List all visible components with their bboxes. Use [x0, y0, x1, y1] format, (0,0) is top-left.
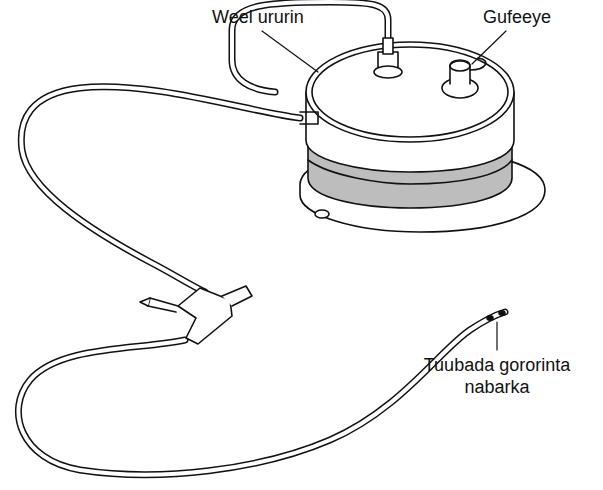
part-label: Weel ururin: [212, 6, 304, 28]
part-label: Gufeeye: [483, 6, 551, 28]
y-connector: [140, 286, 252, 344]
part-label: Tuubada gororinta nabarka: [402, 354, 592, 398]
reservoir: [300, 38, 545, 232]
leader-lines: [262, 31, 506, 350]
